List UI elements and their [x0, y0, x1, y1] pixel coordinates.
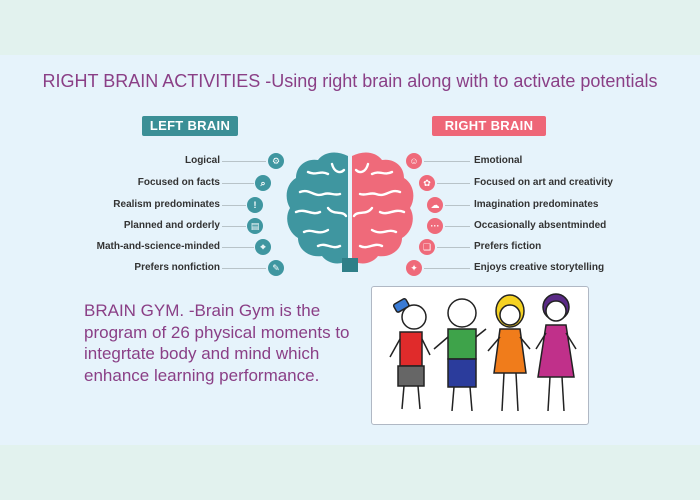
brain-stem [342, 258, 358, 272]
left-item-label: Prefers nonfiction [134, 262, 220, 273]
connector-line [437, 247, 470, 248]
left-brain-item: Logical ⚙ [0, 152, 286, 170]
right-brain-item: ☺ Emotional [402, 152, 700, 170]
connector-line [424, 268, 470, 269]
connector-line [222, 205, 246, 206]
right-item-label: Occasionally absentminded [474, 220, 607, 231]
brain-illustration [286, 152, 414, 272]
left-folds [294, 162, 348, 249]
left-item-label: Focused on facts [137, 177, 220, 188]
thought-bubble-icon: ☁ [427, 197, 443, 213]
connector-line [222, 183, 254, 184]
open-book-icon: ❑ [419, 239, 435, 255]
right-brain-item: ✦ Enjoys creative storytelling [402, 259, 700, 277]
exclamation-icon: ! [247, 197, 263, 213]
right-brain-item: ✿ Focused on art and creativity [402, 174, 700, 192]
right-item-label: Imagination predominates [474, 199, 599, 210]
connector-line [222, 247, 254, 248]
right-item-label: Prefers fiction [474, 241, 542, 252]
compass-icon: ⌖ [255, 239, 271, 255]
brain-gym-text: BRAIN GYM. -Brain Gym is the program of … [84, 301, 350, 385]
left-brain-item: Realism predominates ! [0, 196, 286, 214]
left-item-label: Realism predominates [113, 199, 220, 210]
left-item-label: Logical [184, 155, 220, 166]
connector-line [222, 161, 266, 162]
smiley-icon: ☺ [406, 153, 422, 169]
left-brain-item: Prefers nonfiction ✎ [0, 259, 286, 277]
right-item-label: Enjoys creative storytelling [474, 262, 605, 273]
magnifier-icon: ⌕ [255, 175, 271, 191]
connector-line [222, 268, 266, 269]
pencil-icon: ✎ [268, 260, 284, 276]
palette-icon: ✿ [419, 175, 435, 191]
left-item-label: Math-and-science-minded [96, 241, 220, 252]
lightbulb-icon: ✦ [406, 260, 422, 276]
kids-illustration [389, 293, 577, 412]
kids-illustration-frame [371, 286, 589, 425]
right-item-label: Emotional [474, 155, 523, 166]
girl-orange-dress [487, 294, 531, 412]
connector-line [424, 161, 470, 162]
left-brain-item: Math-and-science-minded ⌖ [0, 238, 286, 256]
page-title: RIGHT BRAIN ACTIVITIES -Using right brai… [42, 71, 658, 91]
right-brain-item: ☁ Imagination predominates [402, 196, 700, 214]
right-brain-heading: RIGHT BRAIN [432, 116, 546, 136]
kid-thumbs-up [433, 298, 487, 412]
left-brain-item: Planned and orderly ▤ [0, 217, 286, 235]
clipboard-icon: ▤ [247, 218, 263, 234]
girl-purple-dress [535, 293, 577, 412]
right-brain-item: ❑ Prefers fiction [402, 238, 700, 256]
left-brain-heading: LEFT BRAIN [142, 116, 238, 136]
right-brain-item: ··· Occasionally absentminded [402, 217, 700, 235]
gears-icon: ⚙ [268, 153, 284, 169]
connector-line [445, 205, 470, 206]
connector-line [445, 226, 470, 227]
dots-icon: ··· [427, 218, 443, 234]
left-item-label: Planned and orderly [123, 220, 220, 231]
left-brain-item: Focused on facts ⌕ [0, 174, 286, 192]
left-hemisphere [286, 152, 348, 264]
connector-line [437, 183, 470, 184]
right-item-label: Focused on art and creativity [474, 177, 613, 188]
kid-drinking [389, 298, 431, 410]
right-folds [352, 162, 406, 249]
right-hemisphere [352, 152, 414, 264]
connector-line [222, 226, 246, 227]
